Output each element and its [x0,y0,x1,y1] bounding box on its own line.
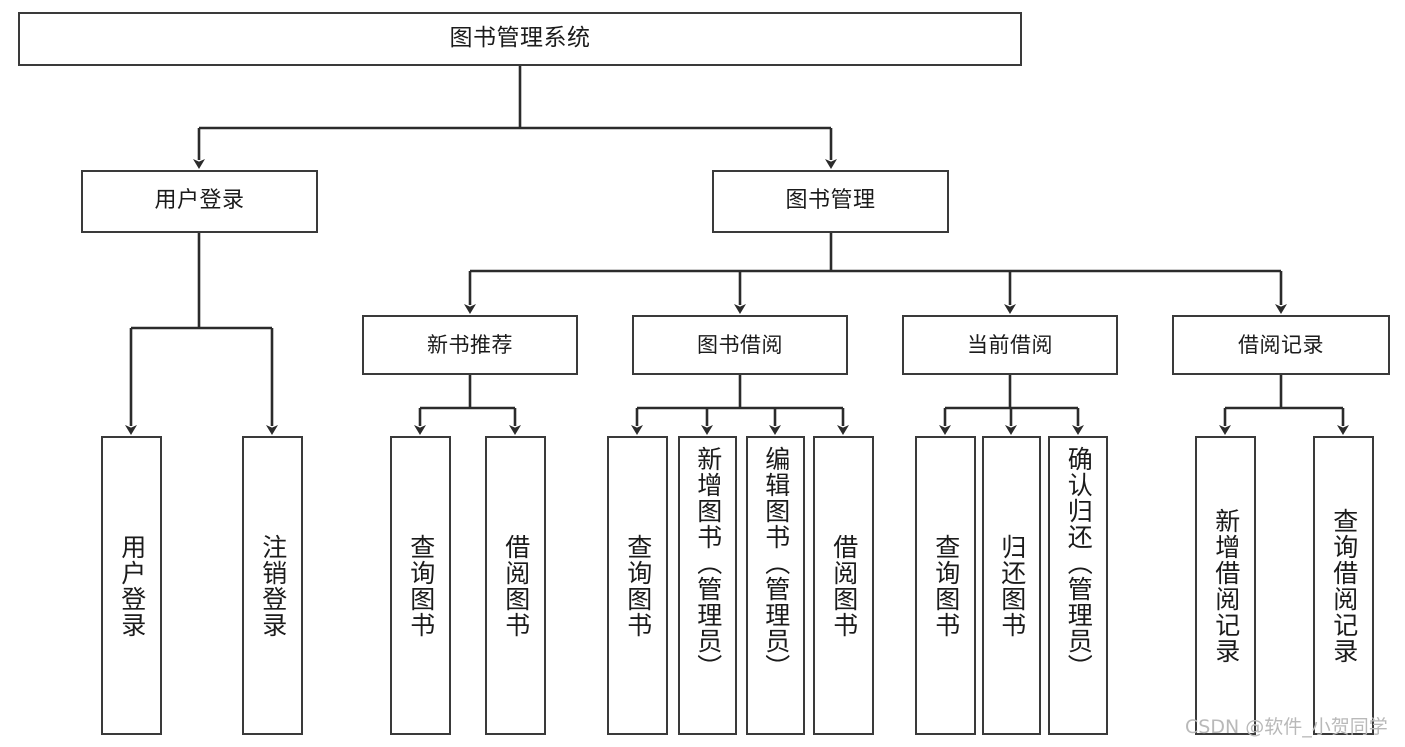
leaf-book-borrow-query[interactable]: 查询图书 [607,436,668,735]
node-label: 新书推荐 [427,332,513,357]
node-label: 用户登录 [117,533,147,638]
leaf-user-login-signout[interactable]: 注销登录 [242,436,303,735]
node-label: 确认归还（管理员） [1064,446,1094,680]
leaf-book-borrow-edit[interactable]: 编辑图书（管理员） [746,436,805,735]
leaf-book-borrow-add[interactable]: 新增图书（管理员） [678,436,737,735]
csdn-watermark: CSDN @软件_小贺同学 [1185,716,1388,738]
node-label: 借阅图书 [501,533,531,638]
node-current-borrow[interactable]: 当前借阅 [902,315,1118,375]
node-book-borrow[interactable]: 图书借阅 [632,315,848,375]
node-label: 查询图书 [406,533,436,638]
node-new-book-recommend[interactable]: 新书推荐 [362,315,578,375]
node-root-system[interactable]: 图书管理系统 [18,12,1022,66]
node-label: 编辑图书（管理员） [761,446,791,680]
node-label: 新增图书（管理员） [693,446,723,680]
node-label: 归还图书 [997,533,1027,638]
node-label: 图书管理 [785,188,876,214]
node-label: 查询借阅记录 [1329,507,1359,664]
node-label: 借阅图书 [829,533,859,638]
leaf-user-login-signin[interactable]: 用户登录 [101,436,162,735]
node-label: 注销登录 [258,533,288,638]
node-label: 借阅记录 [1238,332,1324,357]
node-label: 当前借阅 [967,332,1053,357]
leaf-new-book-query[interactable]: 查询图书 [390,436,451,735]
node-user-login[interactable]: 用户登录 [81,170,318,233]
node-label: 查询图书 [931,533,961,638]
node-label: 新增借阅记录 [1211,507,1241,664]
node-label: 用户登录 [154,188,245,214]
leaf-new-book-borrow[interactable]: 借阅图书 [485,436,546,735]
node-label: 图书借阅 [697,332,783,357]
leaf-current-borrow-query[interactable]: 查询图书 [915,436,976,735]
node-borrow-record[interactable]: 借阅记录 [1172,315,1390,375]
leaf-borrow-record-add[interactable]: 新增借阅记录 [1195,436,1256,735]
leaf-current-borrow-confirm-return[interactable]: 确认归还（管理员） [1048,436,1108,735]
node-label: 图书管理系统 [449,25,591,52]
node-book-management[interactable]: 图书管理 [712,170,949,233]
node-label: 查询图书 [623,533,653,638]
leaf-book-borrow-borrow[interactable]: 借阅图书 [813,436,874,735]
leaf-borrow-record-query[interactable]: 查询借阅记录 [1313,436,1374,735]
leaf-current-borrow-return[interactable]: 归还图书 [982,436,1041,735]
